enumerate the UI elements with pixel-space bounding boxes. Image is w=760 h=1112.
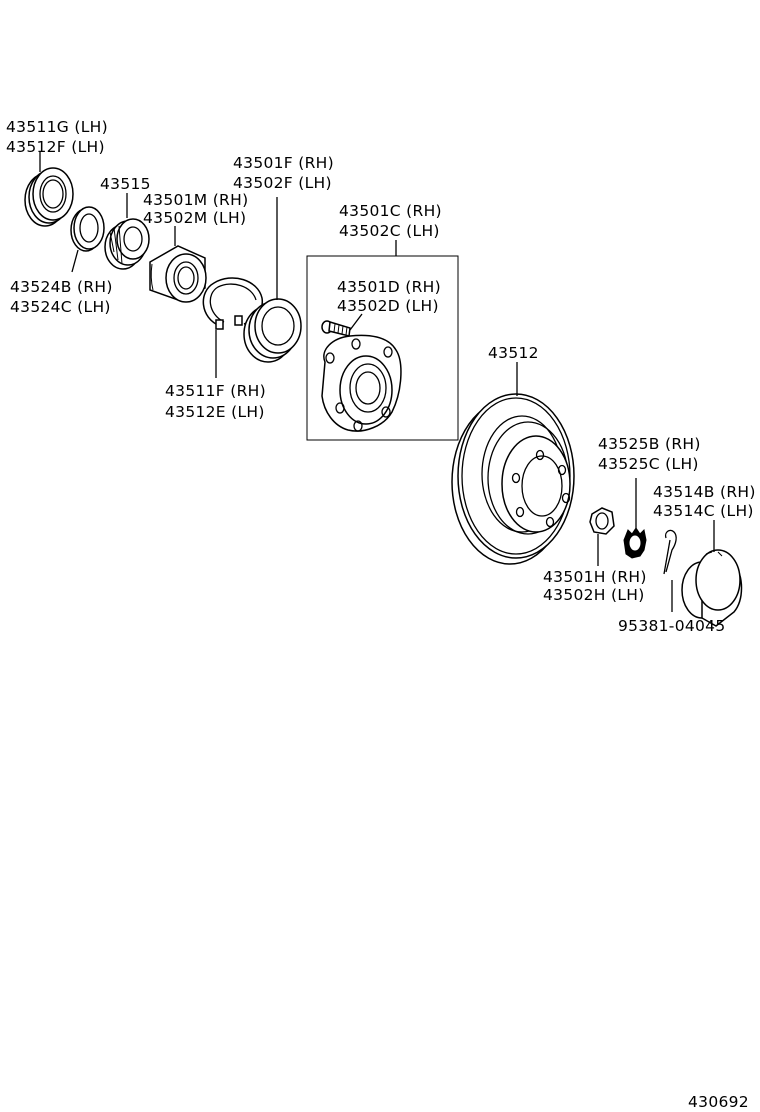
hub-nut: [589, 507, 615, 535]
label-43524b: 43524B (RH): [10, 278, 113, 296]
leader-43524b: [71, 249, 79, 273]
label-43514b: 43514B (RH): [653, 483, 756, 501]
label-43511g: 43511G (LH): [6, 118, 108, 136]
bearing-cup: [149, 245, 207, 303]
brake-disc: [451, 393, 575, 565]
figure-number: 430692: [688, 1093, 749, 1111]
label-43525c: 43525C (LH): [598, 455, 699, 473]
snap-ring: [202, 277, 264, 330]
label-43501f: 43501F (RH): [233, 154, 334, 172]
label-43502f: 43502F (LH): [233, 174, 332, 192]
wheel-hub: [321, 334, 402, 432]
oil-seal-inner: [243, 298, 302, 363]
bearing-cone: [104, 218, 150, 270]
label-43501c: 43501C (RH): [339, 202, 442, 220]
grease-cap: [681, 549, 743, 627]
lock-cap: [623, 527, 647, 559]
washer-ring: [70, 206, 105, 252]
label-43512f: 43512F (LH): [6, 138, 105, 156]
hub-assembly-box: [306, 255, 459, 441]
label-43515: 43515: [100, 175, 151, 193]
label-43512: 43512: [488, 344, 539, 362]
oil-seal-outer: [24, 167, 74, 227]
label-43501m: 43501M (RH): [143, 191, 248, 209]
label-43501d: 43501D (RH): [337, 278, 441, 296]
label-43525b: 43525B (RH): [598, 435, 701, 453]
label-95381: 95381-04045: [618, 617, 726, 635]
label-43502h: 43502H (LH): [543, 586, 645, 604]
label-43502m: 43502M (LH): [143, 209, 246, 227]
label-43502d: 43502D (LH): [337, 297, 439, 315]
label-43514c: 43514C (LH): [653, 502, 754, 520]
cotter-pin: [663, 529, 677, 575]
hub-bolt: [321, 320, 351, 337]
label-43511f: 43511F (RH): [165, 382, 266, 400]
label-43512e: 43512E (LH): [165, 403, 265, 421]
label-43501h: 43501H (RH): [543, 568, 647, 586]
label-43524c: 43524C (LH): [10, 298, 111, 316]
label-43502c: 43502C (LH): [339, 222, 440, 240]
leader-43501d: [349, 313, 363, 331]
